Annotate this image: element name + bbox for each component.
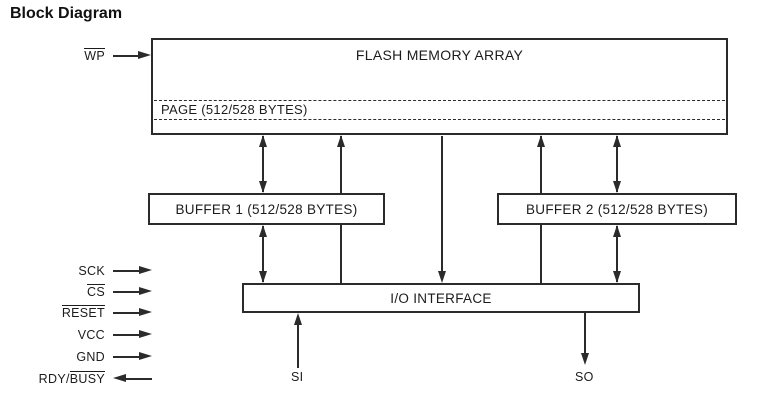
vcc-arrow-line bbox=[113, 334, 141, 336]
rdy-busy-arrow-line bbox=[124, 378, 152, 380]
page-band-top-dashed-line bbox=[154, 100, 725, 101]
vcc-label-pre: VCC bbox=[77, 328, 105, 342]
buffer1-io-bidir-line bbox=[262, 226, 264, 282]
signal-row-wp: WP bbox=[0, 47, 160, 65]
buffer2-flash-line bbox=[540, 136, 542, 193]
io-interface-box: I/O INTERFACE bbox=[242, 283, 640, 313]
si-up-arrow-icon bbox=[293, 313, 302, 325]
buffer1-flash-line bbox=[340, 136, 342, 193]
buffer1-io-line bbox=[340, 225, 342, 283]
buffer2-label: BUFFER 2 (512/528 BYTES) bbox=[525, 202, 708, 217]
gnd-right-arrow-icon bbox=[139, 352, 152, 361]
gnd-arrow-line bbox=[113, 356, 141, 358]
wp-label-bar: WP bbox=[84, 47, 105, 63]
reset-label-bar: RESET bbox=[61, 304, 105, 320]
buffer1-io-down-arrow-icon bbox=[258, 271, 267, 283]
buffer2-box: BUFFER 2 (512/528 BYTES) bbox=[497, 193, 737, 225]
sck-arrow-line bbox=[113, 270, 141, 272]
flash-io-down-arrow-icon bbox=[437, 271, 446, 283]
flash-buffer2-bidir-line bbox=[616, 136, 618, 192]
reset-label: RESET bbox=[0, 304, 105, 322]
sck-label: SCK bbox=[0, 262, 105, 280]
vcc-right-arrow-icon bbox=[139, 330, 152, 339]
so-down-arrow-icon bbox=[580, 353, 589, 365]
io-interface-label: I/O INTERFACE bbox=[390, 291, 492, 306]
flash-buffer1-down-arrow-icon bbox=[258, 181, 267, 193]
page-title: Block Diagram bbox=[10, 5, 123, 22]
buffer1-flash-up-arrow-icon bbox=[336, 135, 345, 147]
signal-row-rdy-busy: RDY/BUSY bbox=[0, 370, 160, 388]
rdy-busy-label: RDY/BUSY bbox=[0, 370, 105, 388]
buffer1-label: BUFFER 1 (512/528 BYTES) bbox=[175, 202, 358, 217]
signal-row-vcc: VCC bbox=[0, 326, 160, 344]
flash-memory-array-label: FLASH MEMORY ARRAY bbox=[355, 47, 524, 63]
rdy-busy-left-arrow-icon bbox=[113, 374, 126, 383]
si-line bbox=[297, 316, 299, 368]
cs-right-arrow-icon bbox=[139, 287, 152, 296]
rdy-busy-label-pre: RDY/ bbox=[38, 372, 70, 386]
signal-row-gnd: GND bbox=[0, 348, 160, 366]
wp-right-arrow-icon bbox=[138, 51, 151, 60]
so-line bbox=[584, 313, 586, 354]
signal-row-sck: SCK bbox=[0, 262, 160, 280]
flash-buffer2-down-arrow-icon bbox=[612, 181, 621, 193]
buffer2-io-down-arrow-icon bbox=[612, 271, 621, 283]
cs-label: CS bbox=[0, 283, 105, 301]
cs-arrow-line bbox=[113, 291, 141, 293]
gnd-label: GND bbox=[0, 348, 105, 366]
flash-buffer1-bidir-line bbox=[262, 136, 264, 192]
si-label: SI bbox=[291, 370, 304, 384]
reset-arrow-line bbox=[113, 312, 141, 314]
flash-buffer2-up-arrow-icon bbox=[612, 135, 621, 147]
reset-right-arrow-icon bbox=[139, 308, 152, 317]
buffer2-io-up-arrow-icon bbox=[612, 225, 621, 237]
cs-label-bar: CS bbox=[87, 283, 105, 299]
flash-memory-array-box: FLASH MEMORY ARRAY bbox=[151, 38, 728, 135]
vcc-label: VCC bbox=[0, 326, 105, 344]
rdy-busy-label-bar: BUSY bbox=[69, 370, 105, 386]
page-band-bottom-dashed-line bbox=[154, 119, 725, 120]
buffer1-box: BUFFER 1 (512/528 BYTES) bbox=[148, 193, 385, 225]
signal-row-reset: RESET bbox=[0, 304, 160, 322]
sck-label-pre: SCK bbox=[78, 264, 105, 278]
flash-buffer1-up-arrow-icon bbox=[258, 135, 267, 147]
gnd-label-pre: GND bbox=[76, 350, 105, 364]
page-label: PAGE (512/528 BYTES) bbox=[161, 102, 308, 117]
wp-arrow-line bbox=[113, 55, 141, 57]
sck-right-arrow-icon bbox=[139, 266, 152, 275]
buffer2-flash-up-arrow-icon bbox=[536, 135, 545, 147]
buffer1-io-up-arrow-icon bbox=[258, 225, 267, 237]
buffer2-io-bidir-line bbox=[616, 226, 618, 282]
wp-label: WP bbox=[0, 47, 105, 65]
flash-io-line bbox=[441, 136, 443, 273]
signal-row-cs: CS bbox=[0, 283, 160, 301]
buffer2-io-line bbox=[540, 225, 542, 283]
so-label: SO bbox=[575, 370, 594, 384]
